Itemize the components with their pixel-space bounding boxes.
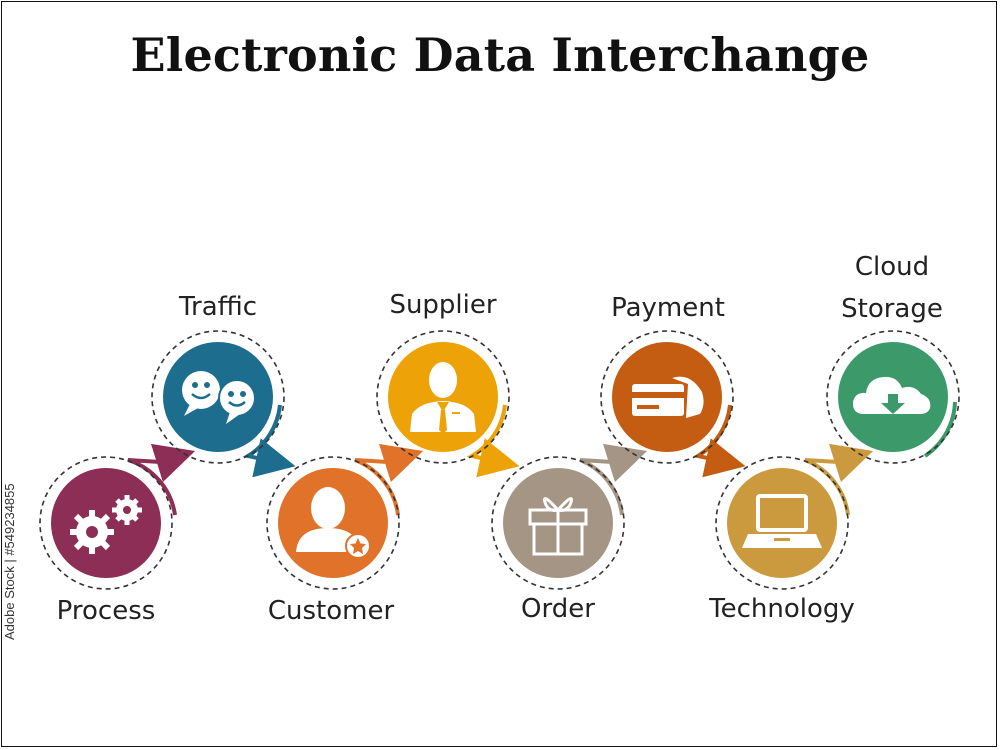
label-traffic: Traffic: [178, 292, 258, 322]
gift-box-icon: [528, 497, 588, 556]
label-cloud-storage: Cloud Storage: [841, 252, 943, 324]
connector-arrow-6: [692, 404, 746, 478]
label-process: Process: [56, 596, 156, 626]
step-process: [39, 456, 173, 590]
label-payment: Payment: [611, 293, 725, 323]
step-order: [491, 456, 625, 590]
businessman-icon: [410, 362, 476, 434]
step-supplier: [376, 330, 510, 464]
step-technology: [715, 456, 849, 590]
diagram-title: Electronic Data Interchange: [130, 28, 870, 82]
step-circle: [727, 468, 837, 578]
label-technology: Technology: [709, 594, 855, 624]
connector-arrow-2: [242, 404, 296, 478]
label-customer: Customer: [267, 596, 395, 626]
label-order: Order: [521, 594, 595, 624]
user-star-icon: [296, 487, 371, 559]
chat-faces-icon: [182, 371, 256, 424]
connector-arrow-1: [127, 443, 196, 516]
laptop-icon: [742, 494, 822, 548]
step-cloud-storage: [826, 330, 960, 464]
step-payment: [600, 330, 734, 464]
step-customer: [266, 456, 400, 590]
label-supplier: Supplier: [389, 290, 497, 320]
cloud-download-icon: [852, 376, 931, 414]
step-traffic: [151, 330, 285, 464]
card-hand-icon: [632, 376, 704, 418]
gears-icon: [70, 495, 142, 554]
stock-caption: Adobe Stock | #549234855: [2, 483, 17, 640]
step-circle: [51, 468, 161, 578]
